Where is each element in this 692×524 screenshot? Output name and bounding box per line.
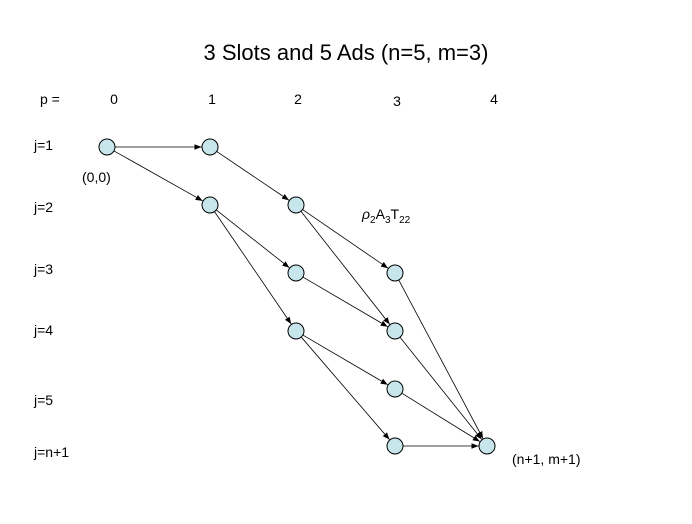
edge-2_3-to-3_4	[302, 276, 388, 328]
p-value-3: 3	[393, 93, 401, 109]
edge-label-sub3: 22	[399, 215, 411, 226]
node-2_4	[287, 322, 305, 340]
p-value-2: 2	[294, 91, 302, 107]
node-4_6	[478, 437, 496, 455]
node-0_1	[98, 138, 116, 156]
node-1_1	[201, 138, 219, 156]
edge-label-rho: ρ	[361, 206, 370, 222]
slide-title: 3 Slots and 5 Ads (n=5, m=3)	[204, 40, 489, 65]
edge-3_5-to-4_6	[401, 392, 480, 442]
edge-0_1-to-1_2	[113, 150, 203, 202]
node-2_2	[287, 196, 305, 214]
edge-2_2-to-3_4	[300, 211, 391, 325]
node-3_6	[386, 437, 404, 455]
start-coordinate-label: (0,0)	[82, 169, 111, 185]
node-3_4	[386, 322, 404, 340]
edge-2_4-to-3_5	[302, 334, 388, 386]
edge-2_4-to-3_6	[300, 336, 390, 440]
edge-label-formula: ρ2A3T22	[361, 206, 411, 226]
row-label-jn1: j=n+1	[33, 444, 69, 460]
end-coordinate-label: (n+1, m+1)	[512, 451, 580, 467]
row-label-j2: j=2	[33, 199, 53, 215]
p-value-1: 1	[208, 91, 216, 107]
row-label-j3: j=3	[33, 261, 53, 277]
row-label-j5: j=5	[33, 392, 53, 408]
edge-1_2-to-2_3	[216, 209, 290, 269]
p-header-label: p =	[40, 91, 60, 107]
node-2_3	[287, 264, 305, 282]
edge-label-sub2: 3	[385, 215, 391, 226]
row-label-j4: j=4	[33, 322, 53, 338]
edge-3_3-to-4_6	[398, 279, 484, 439]
edge-label-a: A	[376, 206, 386, 222]
nodes	[98, 138, 496, 455]
node-3_5	[386, 380, 404, 398]
node-1_2	[201, 196, 219, 214]
p-value-0: 0	[110, 91, 118, 107]
edge-1_1-to-2_2	[216, 151, 290, 201]
edge-label-t: T	[391, 206, 400, 222]
node-3_3	[386, 264, 404, 282]
edge-2_2-to-3_3	[302, 209, 389, 269]
edge-1_2-to-2_4	[214, 211, 292, 325]
p-value-4: 4	[490, 91, 498, 107]
edge-label-sub1: 2	[370, 215, 376, 226]
edge-3_4-to-4_6	[399, 337, 483, 440]
edges	[113, 144, 484, 449]
row-label-j1: j=1	[33, 137, 53, 153]
